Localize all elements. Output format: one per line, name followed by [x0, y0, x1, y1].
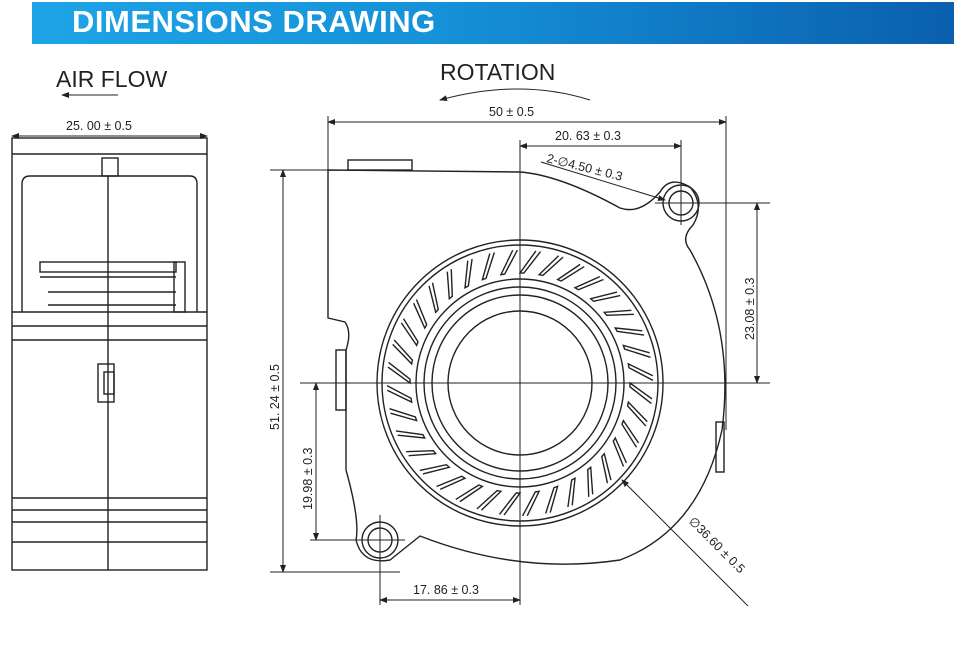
impeller-blade: [389, 407, 418, 422]
impeller-blade: [573, 275, 604, 291]
impeller-blade: [602, 309, 634, 316]
side-view: AIR FLOW 25. 00 ± 0.5: [11, 66, 208, 571]
impeller-blade: [387, 361, 411, 385]
impeller-blade: [476, 489, 503, 511]
impeller-blade: [406, 450, 438, 457]
housing-left-tab: [335, 349, 347, 411]
front-view: ROTATION 50 ± 0.5 20. 63 ± 0: [268, 59, 770, 607]
impeller-blade: [544, 485, 559, 514]
side-clip: [97, 363, 115, 403]
impeller-blade: [521, 490, 541, 517]
leader-hole-diameter: [540, 161, 666, 201]
dim-overall-height: 51. 24 ± 0.5: [268, 364, 282, 430]
impeller-blade: [498, 492, 522, 516]
impeller-blade: [464, 258, 473, 289]
fan-housing-outline: [327, 169, 726, 565]
impeller-blade: [589, 291, 621, 303]
impeller-blade: [392, 339, 414, 366]
dim-hole-offset-x: 20. 63 ± 0.3: [555, 129, 621, 143]
impeller-blade: [499, 249, 519, 276]
side-outlet-window: [21, 175, 198, 312]
side-clip-inner: [103, 371, 115, 395]
dim-lower-hole-x: 17. 86 ± 0.3: [413, 583, 479, 597]
impeller-blade: [567, 477, 576, 508]
dim-lower-hole-y: 19.98 ± 0.3: [301, 447, 315, 510]
page-title: DIMENSIONS DRAWING: [72, 4, 436, 39]
side-housing-outline: [11, 137, 208, 571]
dim-impeller-diameter: ∅36.60 ± 0.5: [686, 514, 748, 576]
rotation-arrow-icon: [439, 88, 591, 102]
airflow-label: AIR FLOW: [56, 66, 167, 92]
impeller-blade: [600, 452, 612, 484]
impeller-blade: [455, 484, 484, 503]
rotation-label: ROTATION: [440, 59, 555, 85]
dim-hole-offset-y: 23.08 ± 0.3: [743, 277, 757, 340]
impeller-blade: [436, 475, 467, 491]
impeller-blade: [518, 250, 542, 274]
side-width-dim: 25. 00 ± 0.5: [66, 119, 132, 133]
impeller-blade: [614, 327, 645, 336]
impeller-blade: [537, 255, 564, 277]
housing-top-tab: [347, 159, 413, 171]
leader-impeller-diameter: [621, 479, 749, 607]
impeller-blade: [626, 400, 648, 427]
impeller-blade: [428, 282, 440, 314]
impeller-blade: [587, 465, 594, 497]
impeller-blade: [627, 362, 654, 382]
impeller-blade: [622, 344, 651, 359]
impeller-blade: [412, 299, 428, 330]
header-banner: DIMENSIONS DRAWING: [32, 2, 954, 44]
impeller-blade: [629, 381, 653, 405]
impeller-blade: [386, 384, 413, 404]
dim-overall-width: 50 ± 0.5: [489, 105, 534, 119]
impeller-blade: [621, 419, 640, 448]
housing-right-tab: [715, 421, 725, 473]
impeller-blade: [395, 430, 426, 439]
impeller-blade: [446, 269, 453, 301]
impeller-blade: [612, 436, 628, 467]
side-hub-tab: [101, 157, 119, 177]
impeller-blade: [400, 318, 419, 347]
impeller-blades: [386, 249, 654, 517]
impeller-blade: [481, 252, 496, 281]
dim-hole-diameter: 2-∅4.50 ± 0.3: [545, 151, 624, 183]
impeller-blade: [419, 463, 451, 475]
impeller-blade: [556, 263, 585, 282]
